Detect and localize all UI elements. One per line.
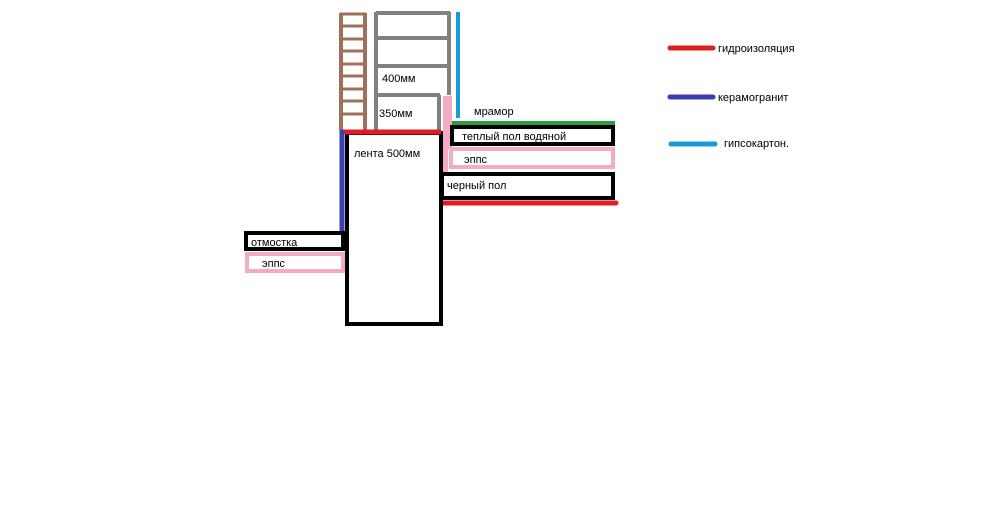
legend-label-waterproofing: гидроизоляция [718,43,795,55]
epps-wall-strip [443,96,452,149]
legend-label-porcelain: керамогранит [718,92,788,104]
epps-ground-layer [245,252,345,273]
epps-floor-layer [449,147,615,169]
marble-label: мрамор [474,106,514,118]
legend-label-drywall: гипсокартон. [724,138,789,150]
strip-foundation-label: лента 500мм [354,148,420,160]
blind-area-label: отмостка [251,237,298,249]
epps-side-strip [443,149,448,177]
legend: гидроизоляция керамогранит гипсокартон. [667,43,795,150]
epps-floor-label: эппс [464,154,488,166]
brick-wall [339,12,367,130]
warm-floor-label: теплый пол водяной [462,131,566,143]
rough-floor-label: черный пол [447,180,506,192]
warm-floor-layer [450,125,615,146]
rough-floor-layer [440,172,615,200]
epps-ground-label: эппс [262,258,286,270]
blind-area-layer [244,231,345,251]
strip-foundation [345,131,443,326]
block-wall [374,11,451,130]
block-350-label: 350мм [379,108,412,120]
block-400-label: 400мм [382,73,415,85]
